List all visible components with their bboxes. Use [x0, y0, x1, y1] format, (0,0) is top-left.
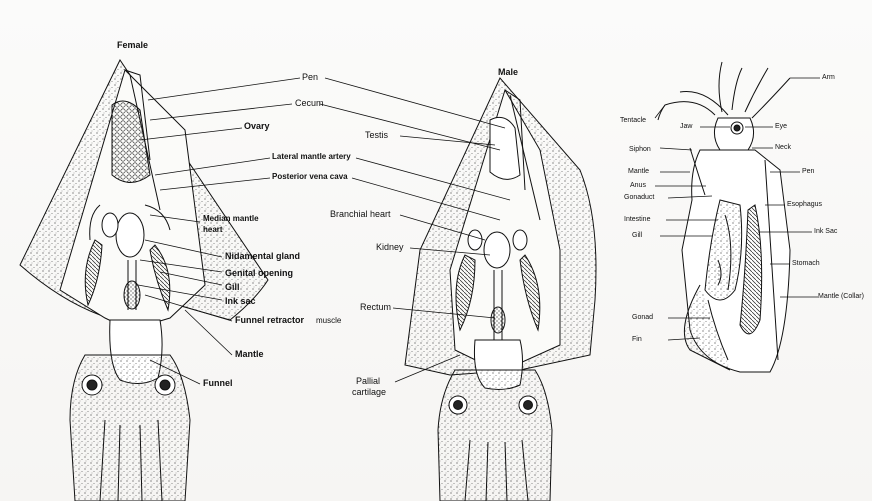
- label-tentacle: Tentacle: [620, 117, 646, 124]
- label-mantle-collar: Mantle (Collar): [818, 293, 864, 300]
- label-stomach: Stomach: [792, 260, 820, 267]
- label-cecum: Cecum: [295, 99, 324, 108]
- label-arm: Arm: [822, 74, 835, 81]
- label-pallial-1: Pallial: [356, 377, 380, 386]
- female-squid-figure: [20, 60, 268, 501]
- label-posterior-vena-cava: Posterior vena cava: [272, 173, 348, 181]
- label-ovary: Ovary: [244, 122, 270, 131]
- label-funnel: Funnel: [203, 379, 233, 388]
- label-rectum: Rectum: [360, 303, 391, 312]
- label-median-mantle-1: Median mantle: [203, 215, 259, 223]
- label-eye: Eye: [775, 123, 787, 130]
- label-branchial-heart: Branchial heart: [330, 210, 391, 219]
- label-genital-opening: Genital opening: [225, 269, 293, 278]
- label-nidamental-gland: Nidamental gland: [225, 252, 300, 261]
- female-title: Female: [117, 41, 148, 50]
- label-anus: Anus: [630, 182, 646, 189]
- label-siphon: Siphon: [629, 146, 651, 153]
- label-mantle: Mantle: [235, 350, 264, 359]
- label-neck: Neck: [775, 144, 791, 151]
- label-pallial-2: cartilage: [352, 388, 386, 397]
- label-funnel-retractor-muscle: muscle: [316, 317, 341, 325]
- label-side-mantle: Mantle: [628, 168, 649, 175]
- label-intestine: Intestine: [624, 216, 650, 223]
- label-side-pen: Pen: [802, 168, 814, 175]
- male-title: Male: [498, 68, 518, 77]
- label-testis: Testis: [365, 131, 388, 140]
- label-kidney: Kidney: [376, 243, 404, 252]
- side-view-squid-figure: [658, 62, 790, 372]
- label-esophagus: Esophagus: [787, 201, 822, 208]
- label-side-gill: Gill: [632, 232, 642, 239]
- label-ink-sac: Ink sac: [225, 297, 256, 306]
- label-median-mantle-2: heart: [203, 226, 223, 234]
- label-pen: Pen: [302, 73, 318, 82]
- label-gill: Gill: [225, 283, 240, 292]
- male-squid-figure: [405, 78, 596, 501]
- label-funnel-retractor: Funnel retractor: [235, 316, 304, 325]
- label-jaw: Jaw: [680, 123, 692, 130]
- label-fin: Fin: [632, 336, 642, 343]
- label-gonad: Gonad: [632, 314, 653, 321]
- label-gonaduct: Gonaduct: [624, 194, 654, 201]
- label-side-ink-sac: Ink Sac: [814, 228, 837, 235]
- label-lateral-mantle-artery: Lateral mantle artery: [272, 153, 351, 161]
